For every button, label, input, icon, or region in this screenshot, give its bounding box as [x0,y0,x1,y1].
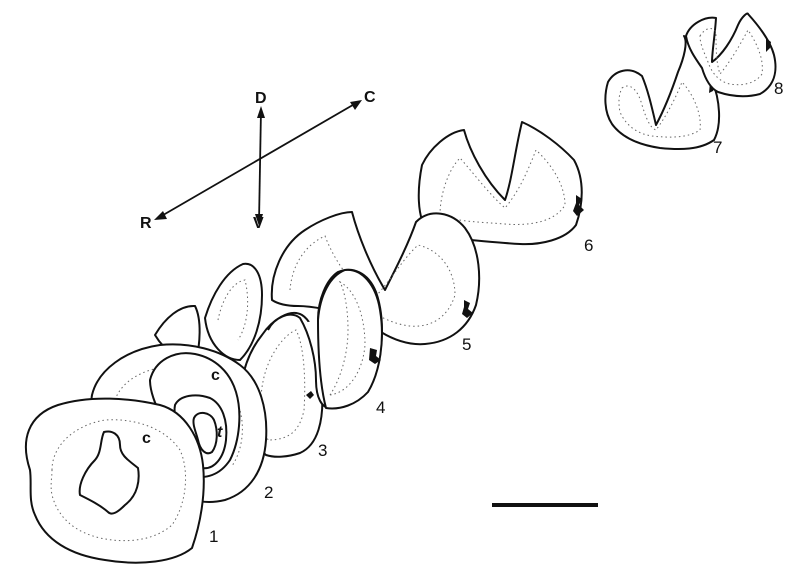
section-label-5: 5 [462,335,471,354]
section-4 [267,268,383,410]
rostral-label: R [140,215,152,232]
section-1: c [24,397,205,564]
dorsal-label: D [255,90,267,107]
section-label-4: 4 [376,398,385,417]
section-8 [685,12,777,98]
section-label-7: 7 [713,138,722,157]
section-label-8: 8 [774,79,783,98]
orientation-compass: D V R C [140,89,376,232]
caudal-label: C [364,89,376,106]
section-label-2: 2 [264,483,273,502]
section-label-1: 1 [209,527,218,546]
region-label-c-section2: c [211,367,220,384]
section-label-3: 3 [318,441,327,460]
region-label-t-section2: t [217,424,223,441]
section-label-6: 6 [584,236,593,255]
section-6 [417,121,584,246]
region-label-c-section1: c [142,430,151,447]
ventral-label: V [253,215,264,232]
